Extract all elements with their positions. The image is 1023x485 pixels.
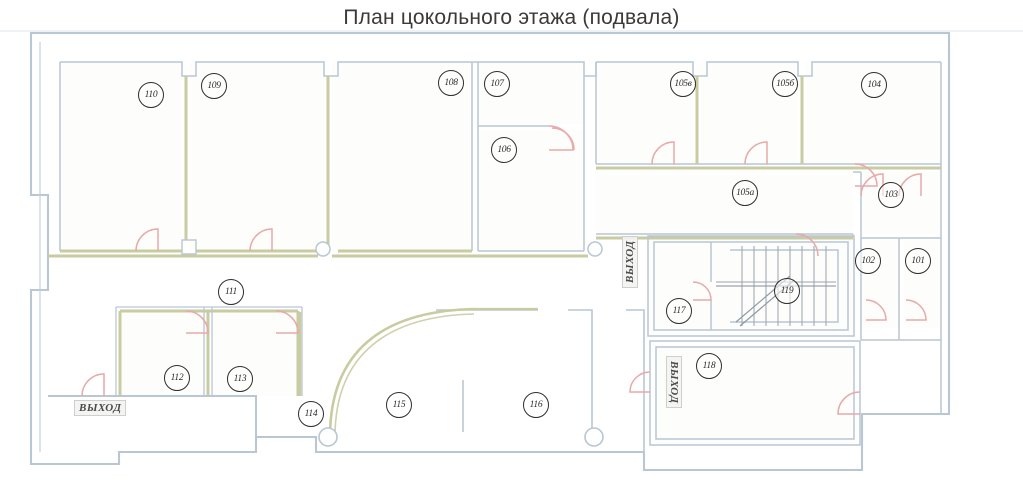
walls-stairwell	[647, 235, 855, 337]
room-label-105v: 105в	[670, 71, 696, 97]
page-title: План цокольного этажа (подвала)	[343, 6, 680, 29]
room-label-116: 116	[523, 392, 549, 418]
room-label-117: 117	[666, 298, 692, 324]
room-fills	[60, 62, 941, 443]
room-label-105b: 105б	[772, 71, 798, 97]
walls-rooms-112-113	[118, 309, 300, 396]
columns	[315, 241, 604, 447]
walls-center-block	[471, 62, 585, 252]
exit-label-center-stair: ВЫХОД	[622, 235, 638, 288]
room-label-105a: 105а	[732, 180, 758, 206]
room-label-107: 107	[484, 71, 510, 97]
room-label-119: 119	[774, 278, 800, 304]
door-arcs	[81, 125, 927, 415]
room-label-103: 103	[878, 182, 904, 208]
inner-walls-left-wing	[60, 76, 472, 253]
room-label-118: 118	[696, 353, 722, 379]
curved-wall-115	[328, 307, 538, 438]
walls-bottom-band	[48, 395, 316, 438]
room-label-114: 114	[298, 401, 324, 427]
room-label-108: 108	[438, 70, 464, 96]
room-label-115: 115	[386, 392, 412, 418]
room-label-106: 106	[491, 137, 517, 163]
room-label-111: 111	[218, 279, 244, 305]
exit-label-room-118: ВЫХОД	[666, 356, 682, 409]
inner-walls-right-wing	[596, 76, 941, 240]
room-label-102: 102	[855, 248, 881, 274]
exit-label-left-bottom: ВЫХОД	[74, 400, 127, 416]
room-label-109: 109	[201, 73, 227, 99]
room-label-104: 104	[861, 72, 887, 98]
door-jambs-left-wing	[181, 239, 197, 255]
walls-hall	[436, 309, 645, 452]
walls-rooms-112-113-outline	[115, 306, 303, 396]
room-label-101: 101	[905, 248, 931, 274]
room-label-110: 110	[138, 82, 164, 108]
room-label-113: 113	[227, 366, 253, 392]
room-label-112: 112	[164, 365, 190, 391]
